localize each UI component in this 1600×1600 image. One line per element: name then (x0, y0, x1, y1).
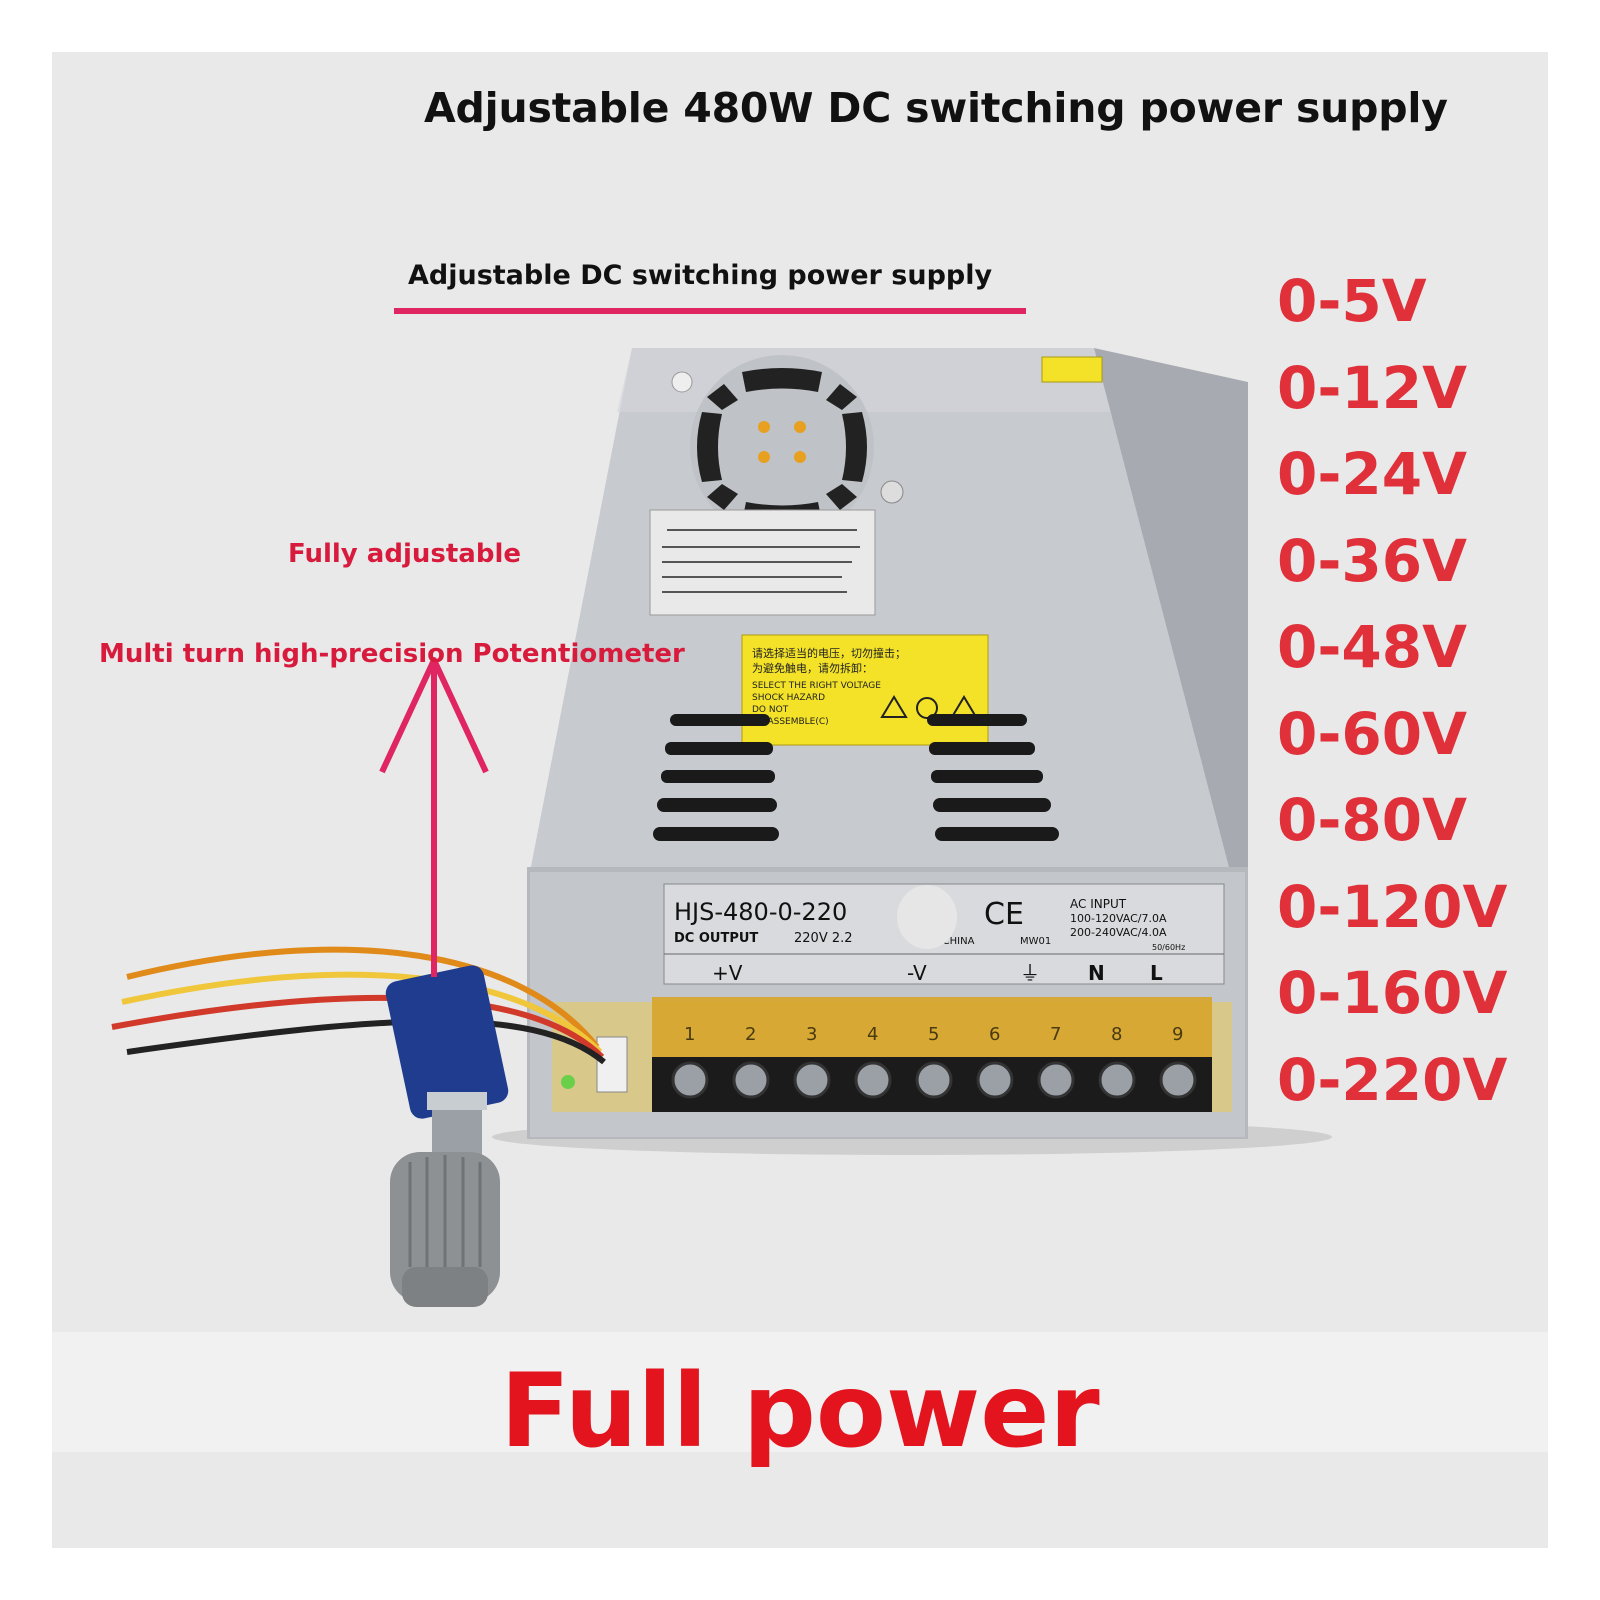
svg-text:请选择适当的电压，切勿撞击；: 请选择适当的电压，切勿撞击； (752, 646, 906, 660)
voltage-range-item: 0-220V (1277, 1045, 1508, 1114)
rating-plate: HJS-480-0-220 DC OUTPUT 220V 2.2 CE N CH… (663, 883, 1225, 985)
voltage-range-item: 0-36V (1277, 526, 1468, 595)
terminal-number: 7 (1050, 1024, 1061, 1045)
svg-text:MW01: MW01 (1020, 936, 1051, 947)
terminal-number: 3 (806, 1024, 817, 1045)
terminal-screw (1037, 1061, 1075, 1099)
svg-text:CE: CE (984, 897, 1024, 932)
svg-text:-V: -V (907, 961, 927, 985)
arrow-up-icon (379, 657, 489, 977)
svg-text:N CHINA: N CHINA (932, 936, 975, 947)
terminal-number: 1 (684, 1024, 695, 1045)
terminal-screw (1098, 1061, 1136, 1099)
terminal-screw (976, 1061, 1014, 1099)
svg-text:AC INPUT: AC INPUT (1070, 897, 1127, 911)
terminal-block: 1 2 3 4 5 6 7 8 9 (652, 997, 1212, 1112)
svg-text:DC OUTPUT: DC OUTPUT (674, 931, 758, 946)
terminal-number: 5 (928, 1024, 939, 1045)
terminal-screw (732, 1061, 770, 1099)
terminal-number: 6 (989, 1024, 1000, 1045)
svg-text:⏚: ⏚ (1020, 961, 1040, 985)
fan-grille (690, 355, 874, 539)
voltage-range-item: 0-160V (1277, 959, 1508, 1027)
svg-text:SELECT THE RIGHT VOLTAGE: SELECT THE RIGHT VOLTAGE (752, 681, 881, 691)
footer-strip (52, 1332, 1548, 1452)
casing-side (1094, 348, 1248, 1062)
warning-sticker: 请选择适当的电压，切勿撞击； 为避免触电，请勿拆卸： SELECT THE RI… (741, 634, 989, 746)
callout-multi-turn-potentiometer: Multi turn high-precision Potentiometer (99, 639, 685, 669)
voltage-range-item: 0-48V (1277, 613, 1468, 681)
product-photo: 请选择适当的电压，切勿撞击； 为避免触电，请勿拆卸： SELECT THE RI… (52, 52, 1548, 1548)
voltage-range-item: 0-5V (1277, 267, 1427, 335)
terminal-number: 9 (1172, 1024, 1183, 1045)
terminal-screw (793, 1061, 831, 1099)
voltage-range-item: 0-12V (1277, 353, 1468, 422)
svg-text:DISASSEMBLE(C): DISASSEMBLE(C) (752, 717, 829, 727)
svg-text:N: N (1088, 961, 1105, 985)
svg-text:50/60Hz: 50/60Hz (1152, 943, 1185, 952)
potentiometer (385, 965, 509, 1307)
svg-text:DO NOT: DO NOT (752, 705, 789, 715)
footer-slogan: Full power (500, 1352, 1100, 1471)
terminal-number: 4 (867, 1024, 878, 1045)
svg-text:220V 2.2: 220V 2.2 (794, 931, 853, 946)
svg-text:HJS-480-0-220: HJS-480-0-220 (674, 898, 847, 926)
terminal-screw (671, 1061, 709, 1099)
main-title: Adjustable 480W DC switching power suppl… (424, 84, 1448, 132)
svg-text:L: L (1150, 961, 1163, 985)
vent-slots (653, 714, 1059, 841)
svg-text:SHOCK HAZARD: SHOCK HAZARD (752, 693, 825, 703)
voltage-range-item: 0-24V (1277, 440, 1468, 508)
voltage-range-item: 0-60V (1277, 699, 1468, 768)
terminal-number: 2 (745, 1024, 756, 1045)
voltage-range-item: 0-80V (1277, 786, 1468, 854)
terminal-number: 8 (1111, 1024, 1122, 1045)
terminal-screw (854, 1061, 892, 1099)
subtitle: Adjustable DC switching power supply (408, 260, 993, 291)
svg-text:+V: +V (712, 961, 743, 985)
terminal-screw (915, 1061, 953, 1099)
power-supply-illustration: 请选择适当的电压，切勿撞击； 为避免触电，请勿拆卸： SELECT THE RI… (111, 348, 1332, 1307)
voltage-range-list: 0-5V 0-12V 0-24V 0-36V 0-48V 0-60V 0-80V… (1277, 258, 1547, 1123)
svg-text:100-120VAC/7.0A: 100-120VAC/7.0A (1070, 912, 1167, 925)
svg-text:200-240VAC/4.0A: 200-240VAC/4.0A (1070, 926, 1167, 939)
callout-fully-adjustable: Fully adjustable (288, 539, 521, 569)
subtitle-underline (394, 308, 1026, 314)
terminal-screw (1159, 1061, 1197, 1099)
voltage-range-item: 0-120V (1277, 872, 1508, 941)
svg-text:为避免触电，请勿拆卸：: 为避免触电，请勿拆卸： (752, 661, 873, 675)
